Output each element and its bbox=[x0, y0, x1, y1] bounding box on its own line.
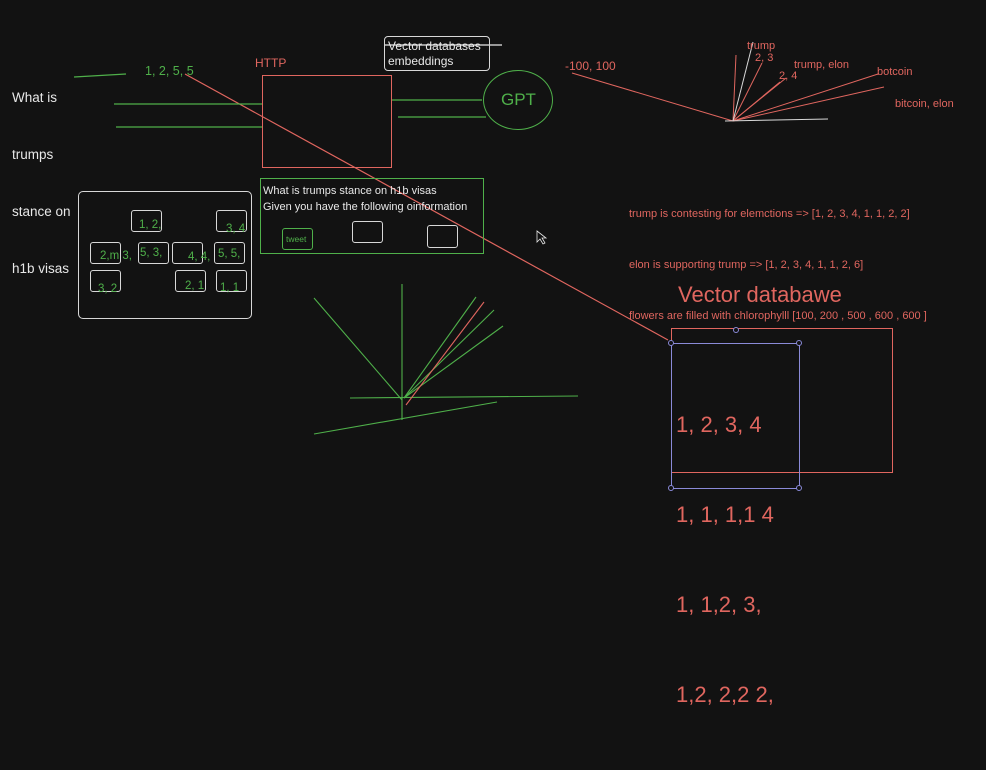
plot-label: trump bbox=[747, 40, 776, 52]
http-label: HTTP bbox=[255, 56, 287, 70]
grid-cell-label: 3, 4 bbox=[226, 223, 246, 235]
plot-label: 2, 3 bbox=[755, 52, 774, 64]
http-box bbox=[262, 75, 392, 168]
vector-row: 1, 1,2, 3, bbox=[676, 592, 762, 617]
cursor-icon bbox=[536, 230, 548, 245]
vector-row: 1, 2, 3, 4 bbox=[676, 412, 762, 437]
resize-handle[interactable] bbox=[668, 340, 674, 346]
resize-handle[interactable] bbox=[668, 485, 674, 491]
prompt-line-2: Given you have the following oinformatio… bbox=[263, 201, 468, 213]
embeddings-label: embeddings bbox=[388, 54, 454, 68]
resize-handle[interactable] bbox=[796, 340, 802, 346]
embedding-to-db-line bbox=[184, 73, 669, 341]
grid-cell bbox=[90, 242, 121, 264]
question-line-4: h1b visas bbox=[12, 261, 70, 276]
vector-database-title: Vector databawe bbox=[678, 282, 842, 307]
embedding-grid: 1, 2, 3, 4 2,m 3, 5, 3, 4, 4, 5, 5, 3, 2… bbox=[78, 191, 252, 319]
grid-cell bbox=[138, 242, 169, 264]
prompt-line-1: What is trumps stance on h1b visas bbox=[263, 185, 437, 197]
vector-databases-box: Vector databases embeddings bbox=[384, 36, 490, 71]
grid-cell bbox=[214, 242, 245, 264]
grid-cell-label: 5, 3, bbox=[140, 247, 163, 259]
grid-cell-label: 5, 5, bbox=[218, 248, 241, 260]
grid-cell bbox=[216, 210, 247, 232]
grid-cell-label: 3, 2 bbox=[98, 283, 118, 295]
sentence: flowers are filled with chlorophylll [10… bbox=[629, 310, 927, 322]
vector-row: 1, 1, 1,1 4 bbox=[676, 502, 774, 527]
grid-cell-label: 4, 4, bbox=[188, 251, 211, 263]
document-box bbox=[427, 225, 458, 248]
document-box bbox=[352, 221, 383, 243]
vector-databases-label: Vector databases bbox=[388, 39, 481, 53]
vector-sketch-green bbox=[313, 284, 579, 435]
vector-plot-axes bbox=[724, 41, 829, 122]
question-arrow-line bbox=[73, 73, 127, 78]
question-line-1: What is bbox=[12, 90, 58, 105]
tweet-label: tweet bbox=[286, 234, 307, 244]
whiteboard-canvas[interactable]: What is trumps stance on h1b visas 1, 2,… bbox=[0, 0, 986, 707]
grid-cell bbox=[175, 270, 206, 292]
vector-plot-red bbox=[571, 54, 885, 122]
rotate-handle[interactable] bbox=[733, 327, 739, 333]
question-text: What is trumps stance on h1b visas bbox=[12, 50, 71, 316]
resize-handle[interactable] bbox=[796, 485, 802, 491]
vector-sketch-red bbox=[405, 301, 485, 406]
grid-cell bbox=[90, 270, 121, 292]
selection-frame[interactable] bbox=[668, 340, 802, 491]
plot-label: bitcoin, elon bbox=[895, 98, 954, 110]
grid-cell-label: 1, 2, bbox=[139, 219, 162, 231]
embedding-label: 1, 2, 5, 5 bbox=[145, 64, 194, 78]
sentence: trump is contesting for elemctions => [1… bbox=[629, 208, 910, 220]
sentence: elon is supporting trump => [1, 2, 3, 4,… bbox=[629, 259, 864, 271]
tweet-box: tweet bbox=[282, 228, 313, 250]
grid-cell bbox=[131, 210, 162, 232]
plot-label: trump, elon bbox=[794, 59, 850, 71]
plot-origin-label: -100, 100 bbox=[565, 59, 616, 73]
vector-database-rows: 1, 2, 3, 4 1, 1, 1,1 4 1, 1,2, 3, 1,2, 2… bbox=[676, 350, 774, 770]
question-line-3: stance on bbox=[12, 204, 71, 219]
grid-cell bbox=[216, 270, 247, 292]
plot-label: 2, 4 bbox=[779, 70, 798, 82]
grid-cell-label: 2, 1 bbox=[185, 280, 205, 292]
grid-cell-label: 1, 1 bbox=[220, 282, 240, 294]
gpt-circle bbox=[483, 70, 553, 130]
grid-cell bbox=[172, 242, 203, 264]
sketch-lines bbox=[73, 41, 885, 435]
gpt-label: GPT bbox=[501, 90, 536, 109]
grid-cell-label: 2,m 3, bbox=[100, 250, 132, 262]
question-line-2: trumps bbox=[12, 147, 54, 162]
sentence-list: trump is contesting for elemctions => [1… bbox=[629, 172, 927, 359]
prompt-box: What is trumps stance on h1b visas Given… bbox=[260, 178, 484, 254]
plot-label: botcoin bbox=[877, 66, 913, 78]
vector-row: 1,2, 2,2 2, bbox=[676, 682, 774, 707]
